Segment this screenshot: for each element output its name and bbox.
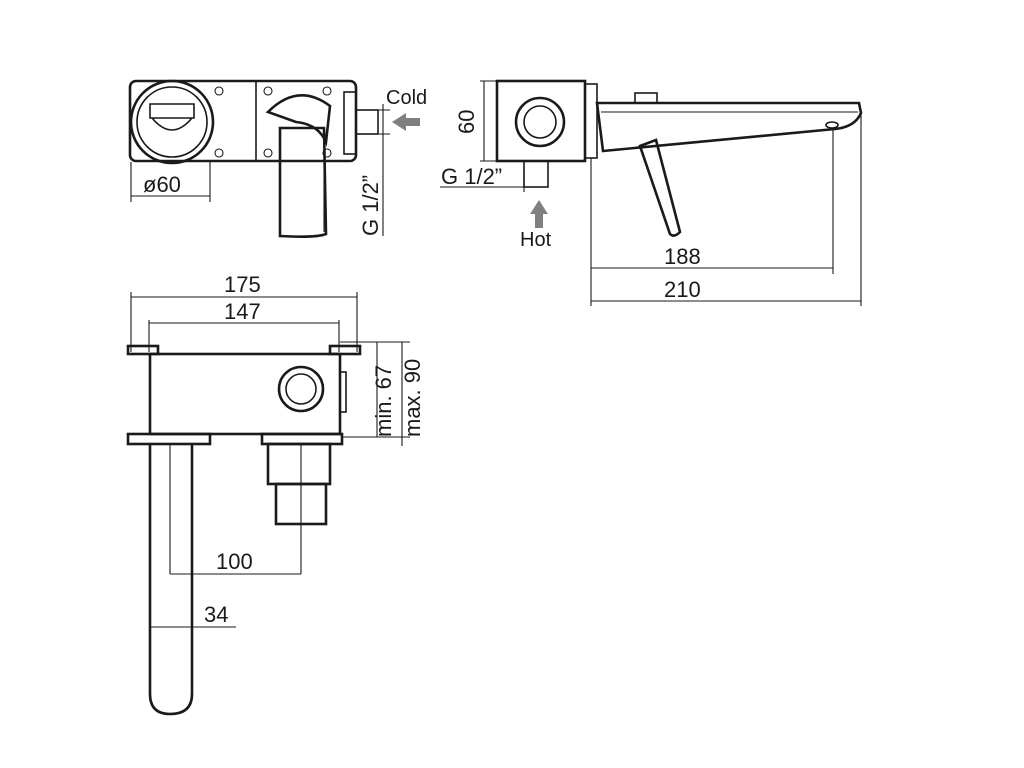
lever-handle xyxy=(278,126,328,238)
diverter-knob xyxy=(129,79,215,165)
dimension-spout-210: 210 xyxy=(664,277,701,302)
screw xyxy=(214,86,224,96)
side-lever xyxy=(638,138,682,237)
box-body xyxy=(148,352,342,436)
flange-left xyxy=(126,344,160,356)
side-knob xyxy=(514,96,566,148)
hot-arrow xyxy=(530,200,548,228)
dimension-dia-60: ø60 xyxy=(143,172,181,197)
screw xyxy=(322,148,332,158)
screw xyxy=(214,148,224,158)
wall-plate-left xyxy=(126,432,212,446)
box-side-tab xyxy=(339,371,347,413)
hot-label: Hot xyxy=(520,229,552,251)
wall-plate-right xyxy=(260,432,344,446)
lever-head xyxy=(265,94,332,147)
dimension-height-60: 60 xyxy=(454,110,479,134)
dimension-depth-max: max. 90 xyxy=(400,359,425,437)
side-flange xyxy=(584,83,598,159)
spout-cap xyxy=(634,92,658,104)
dimension-thread-top: G 1/2” xyxy=(358,175,383,236)
top-view: 175 147 min. 67 max. 90 100 34 xyxy=(126,272,425,716)
front-view: Cold ø60 G 1/2” xyxy=(128,79,427,238)
side-knob-inner xyxy=(523,105,557,139)
cold-arrow xyxy=(392,113,420,131)
side-body xyxy=(495,79,587,163)
side-view: Hot 60 G 1/2” 188 210 xyxy=(440,79,863,306)
box-port-inner xyxy=(285,373,317,405)
diverter-knob-inner xyxy=(136,86,208,158)
dimension-width-175: 175 xyxy=(224,272,261,297)
dimension-width-147: 147 xyxy=(224,299,261,324)
spout-tube xyxy=(148,444,194,716)
dimension-dia-34: 34 xyxy=(204,602,228,627)
lever-body-top xyxy=(266,442,332,486)
spout xyxy=(595,101,863,153)
screw xyxy=(263,86,273,96)
diverter-grip xyxy=(149,103,195,131)
hot-inlet xyxy=(523,160,549,188)
cold-label: Cold xyxy=(386,87,427,109)
flange-right xyxy=(328,344,362,356)
side-bracket xyxy=(343,91,357,155)
dimension-offset-100: 100 xyxy=(216,549,253,574)
screw xyxy=(263,148,273,158)
screw xyxy=(322,86,332,96)
dimension-depth-min: min. 67 xyxy=(371,365,396,437)
cold-inlet xyxy=(355,109,379,135)
aerator xyxy=(825,121,839,129)
dimension-spout-188: 188 xyxy=(664,244,701,269)
front-plate xyxy=(128,79,358,163)
dimension-thread-side: G 1/2” xyxy=(441,164,502,189)
box-port xyxy=(277,365,325,413)
